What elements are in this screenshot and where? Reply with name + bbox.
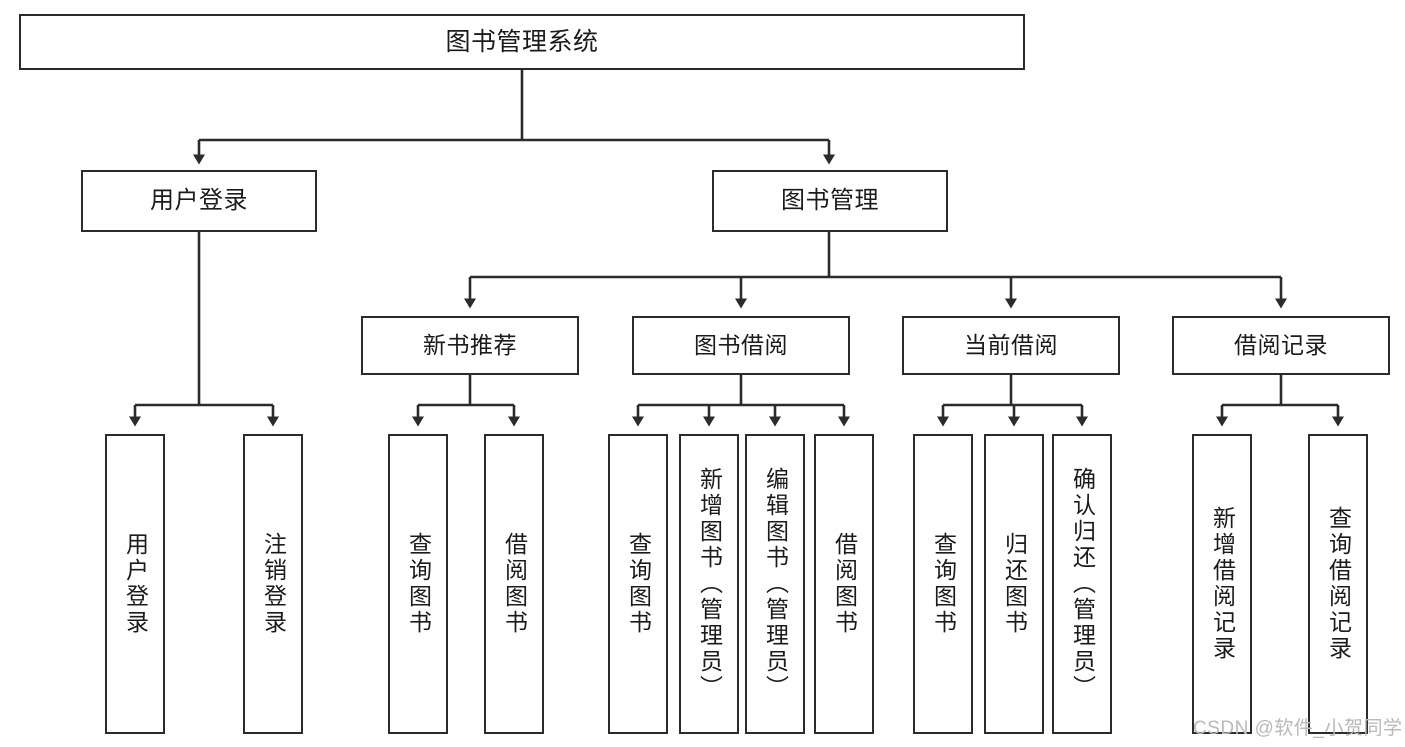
node-user-login[interactable]: 用户登录 xyxy=(81,170,317,232)
leaf-borrow-book-2-label: 借阅图书 xyxy=(831,532,858,636)
leaf-borrow-book-1-label: 借阅图书 xyxy=(501,532,528,636)
leaf-logout-login-label: 注销登录 xyxy=(260,532,287,636)
leaf-query-borrow-record[interactable]: 查询借阅记录 xyxy=(1308,434,1368,734)
node-borrow-record[interactable]: 借阅记录 xyxy=(1172,316,1390,375)
node-user-login-label: 用户登录 xyxy=(150,187,248,215)
leaf-user-login-label: 用户登录 xyxy=(122,532,149,636)
node-root[interactable]: 图书管理系统 xyxy=(19,14,1025,70)
leaf-borrow-book-1[interactable]: 借阅图书 xyxy=(484,434,544,734)
leaf-query-book-1[interactable]: 查询图书 xyxy=(388,434,448,734)
node-current-borrow[interactable]: 当前借阅 xyxy=(902,316,1120,375)
leaf-confirm-return-admin[interactable]: 确认归还（管理员） xyxy=(1052,434,1112,734)
leaf-query-book-2-label: 查询图书 xyxy=(625,532,652,636)
leaf-add-borrow-record-label: 新增借阅记录 xyxy=(1209,506,1236,662)
leaf-query-book-1-label: 查询图书 xyxy=(405,532,432,636)
node-book-management-label: 图书管理 xyxy=(781,187,879,215)
leaf-edit-book-admin[interactable]: 编辑图书（管理员） xyxy=(745,434,805,734)
watermark-text: CSDN @软件_小贺同学 xyxy=(1193,718,1403,739)
node-book-borrow[interactable]: 图书借阅 xyxy=(632,316,850,375)
leaf-edit-book-admin-label: 编辑图书（管理员） xyxy=(762,467,789,701)
node-new-book-recommend[interactable]: 新书推荐 xyxy=(361,316,579,375)
leaf-add-book-admin-label: 新增图书（管理员） xyxy=(696,467,723,701)
node-new-book-recommend-label: 新书推荐 xyxy=(423,332,517,359)
leaf-borrow-book-2[interactable]: 借阅图书 xyxy=(814,434,874,734)
leaf-logout-login[interactable]: 注销登录 xyxy=(243,434,303,734)
node-borrow-record-label: 借阅记录 xyxy=(1234,332,1328,359)
leaf-user-login[interactable]: 用户登录 xyxy=(105,434,165,734)
leaf-return-book-label: 归还图书 xyxy=(1001,532,1028,636)
leaf-add-borrow-record[interactable]: 新增借阅记录 xyxy=(1192,434,1252,734)
leaf-query-book-3[interactable]: 查询图书 xyxy=(913,434,973,734)
leaf-query-book-2[interactable]: 查询图书 xyxy=(608,434,668,734)
leaf-query-book-3-label: 查询图书 xyxy=(930,532,957,636)
leaf-confirm-return-admin-label: 确认归还（管理员） xyxy=(1069,467,1096,701)
leaf-add-book-admin[interactable]: 新增图书（管理员） xyxy=(679,434,739,734)
node-book-borrow-label: 图书借阅 xyxy=(694,332,788,359)
leaf-return-book[interactable]: 归还图书 xyxy=(984,434,1044,734)
node-root-label: 图书管理系统 xyxy=(445,27,599,56)
node-book-management[interactable]: 图书管理 xyxy=(712,170,948,232)
leaf-query-borrow-record-label: 查询借阅记录 xyxy=(1325,506,1352,662)
node-current-borrow-label: 当前借阅 xyxy=(964,332,1058,359)
